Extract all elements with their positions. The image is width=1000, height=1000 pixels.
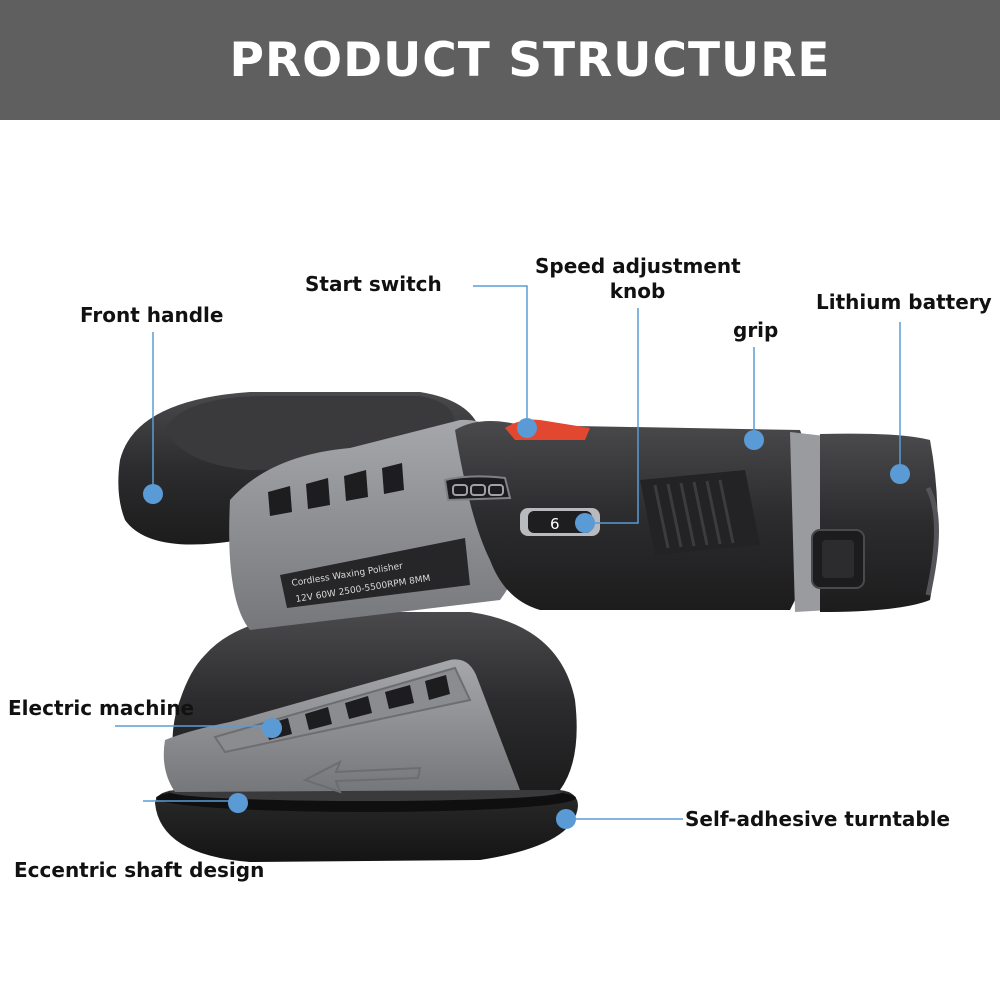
sanding-pad (155, 783, 578, 862)
page-title: PRODUCT STRUCTURE (229, 32, 831, 88)
grip-dot (744, 430, 764, 450)
start-switch-dot (517, 418, 537, 438)
speed-dial-value: 6 (550, 515, 560, 533)
label-eccentric-shaft-design: Eccentric shaft design (14, 858, 265, 882)
grip-body (443, 421, 815, 610)
header-banner: PRODUCT STRUCTURE (0, 0, 1000, 120)
label-speed-adjustment-knob: Speed adjustment knob (535, 254, 741, 304)
label-self-adhesive-turntable: Self-adhesive turntable (685, 807, 951, 831)
motor-housing (163, 612, 577, 794)
front-handle-dot (143, 484, 163, 504)
leader-lines (115, 285, 901, 820)
label-start-switch: Start switch (305, 272, 442, 296)
callout-dots (143, 418, 910, 829)
label-front-handle: Front handle (80, 303, 224, 327)
label-speed-line1: Speed adjustment (535, 254, 741, 278)
label-grip: grip (733, 318, 779, 342)
label-speed-line2: knob (609, 279, 666, 303)
label-lithium-battery: Lithium battery (816, 290, 992, 314)
battery-pack (790, 432, 939, 612)
eccentric-shaft-dot (228, 793, 248, 813)
speed-knob-dot (575, 513, 595, 533)
lithium-battery-dot (890, 464, 910, 484)
label-electric-machine: Electric machine (8, 696, 195, 720)
body-shell (229, 419, 523, 630)
electric-machine-dot (262, 718, 282, 738)
turntable-dot (556, 809, 576, 829)
